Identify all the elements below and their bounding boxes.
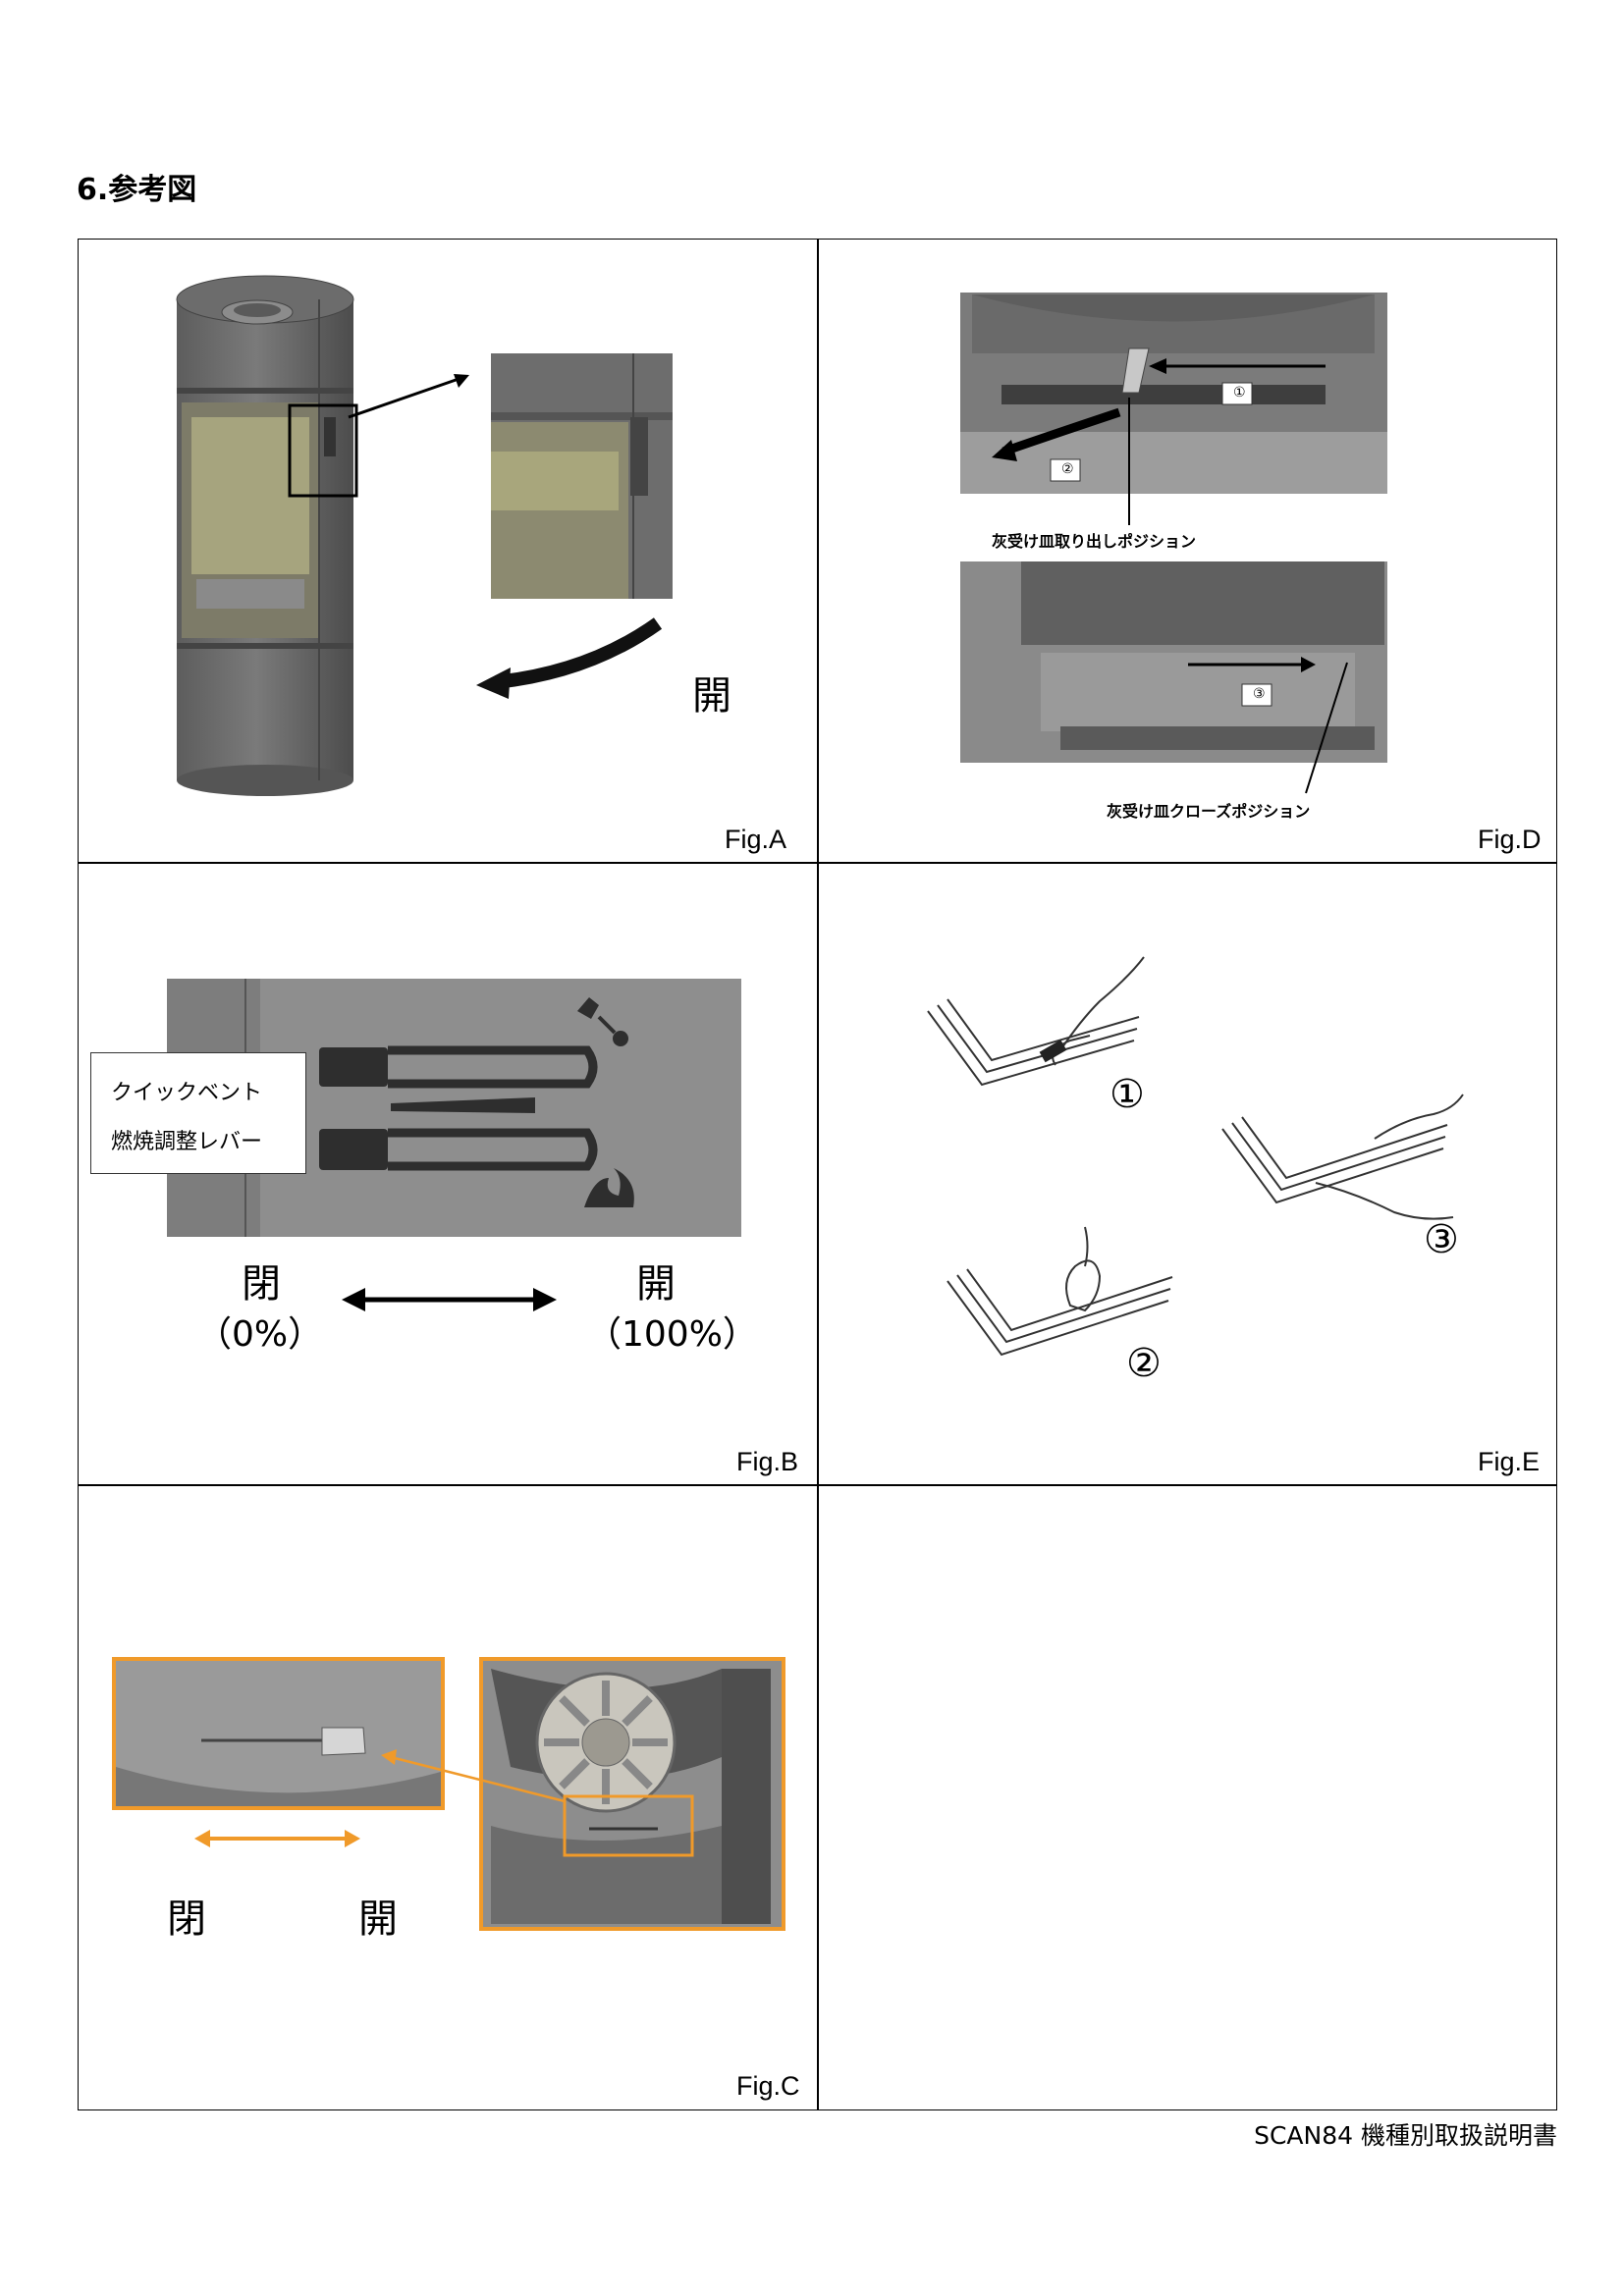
- fig-d-caption-closed-position: 灰受け皿クローズポジション: [1107, 802, 1311, 821]
- fig-e-step3: ③: [1424, 1217, 1459, 1262]
- fig-a-label: Fig.A: [725, 825, 787, 854]
- fig-c-open-label: 開: [358, 1896, 398, 1942]
- fig-b-label: Fig.B: [736, 1447, 799, 1476]
- fig-b-combustion-lever-label: 燃焼調整レバー: [111, 1130, 263, 1154]
- fig-d-label: Fig.D: [1478, 825, 1542, 854]
- fig-d-step3: ③: [1253, 686, 1266, 702]
- fig-b-open-label: 開: [636, 1261, 676, 1307]
- fig-d-caption-removal-position: 灰受け皿取り出しポジション: [992, 532, 1197, 551]
- page-footer: SCAN84 機種別取扱説明書: [1254, 2121, 1557, 2150]
- fig-e-step1: ①: [1110, 1072, 1145, 1117]
- grid-divider-row2: [78, 1484, 1557, 1486]
- fig-b-closed-label: 閉: [242, 1261, 281, 1307]
- fig-c-label: Fig.C: [736, 2071, 800, 2101]
- fig-b-closed-percent: （0%）: [196, 1314, 324, 1355]
- fig-e-step2: ②: [1126, 1341, 1162, 1386]
- grid-divider-row1: [78, 862, 1557, 864]
- section-heading: 6.参考図: [77, 173, 197, 207]
- grid-divider-vertical: [817, 239, 819, 2110]
- fig-b-open-percent: （100%）: [586, 1314, 758, 1355]
- fig-e-label: Fig.E: [1478, 1447, 1541, 1476]
- fig-c-closed-label: 閉: [167, 1896, 206, 1942]
- fig-a-open-label: 開: [692, 673, 731, 719]
- fig-d-step1: ①: [1233, 385, 1246, 400]
- fig-b-callout-box: クイックベント 燃焼調整レバー: [90, 1052, 306, 1174]
- fig-d-step2: ②: [1061, 461, 1074, 477]
- fig-b-quick-vent-label: クイックベント: [111, 1081, 263, 1105]
